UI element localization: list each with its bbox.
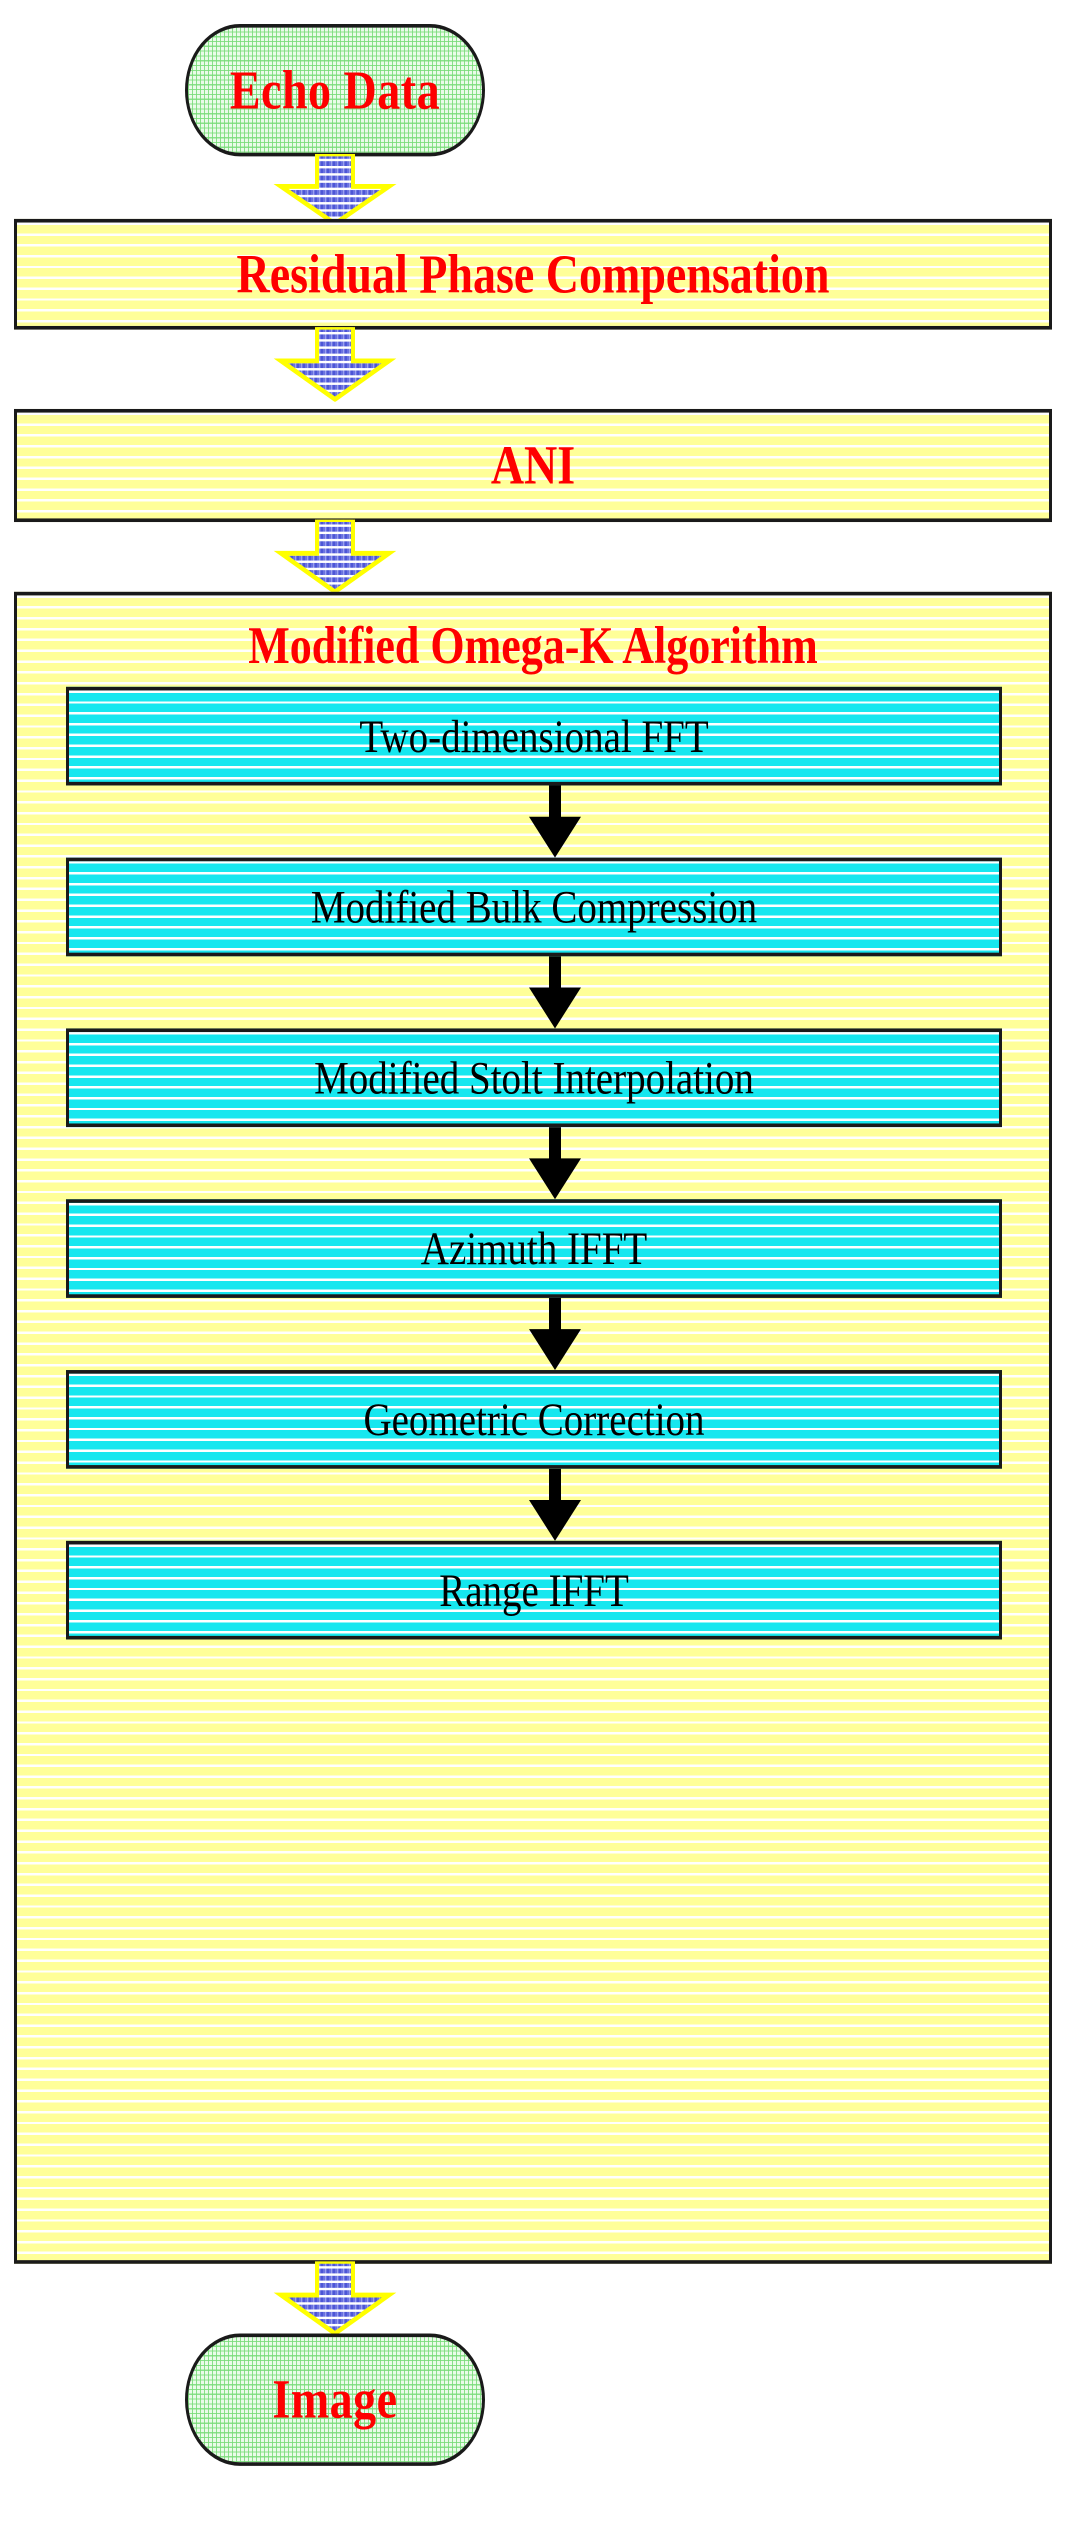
- substep-geometric-correction[interactable]: Geometric Correction: [66, 1370, 1002, 1469]
- node-modified-omega-k-algorithm[interactable]: Modified Omega-K Algorithm Two-dimension…: [14, 591, 1052, 2264]
- substep-modified-stolt-interpolation[interactable]: Modified Stolt Interpolation: [66, 1028, 1002, 1128]
- connector-step5-to-step6: [529, 1468, 581, 1541]
- connector-ani-to-algorithm: [273, 519, 397, 595]
- substep-label: Range IFFT: [439, 1564, 629, 1617]
- substep-label: Two-dimensional FFT: [359, 710, 709, 763]
- substep-two-dimensional-fft[interactable]: Two-dimensional FFT: [66, 686, 1002, 786]
- substep-label: Geometric Correction: [363, 1393, 705, 1446]
- connector-start-to-residual-phase: [273, 153, 397, 227]
- connector-algorithm-to-image: [273, 2261, 397, 2336]
- node-modified-omega-k-algorithm-title: Modified Omega-K Algorithm: [248, 615, 818, 675]
- node-ani[interactable]: ANI: [14, 408, 1052, 523]
- substep-label: Azimuth IFFT: [420, 1222, 648, 1275]
- substep-label: Modified Bulk Compression: [310, 881, 758, 933]
- connector-residual-phase-to-ani: [273, 327, 397, 402]
- node-echo-data-label: Echo Data: [229, 58, 441, 121]
- substep-azimuth-ifft[interactable]: Azimuth IFFT: [66, 1199, 1002, 1298]
- connector-step2-to-step3: [529, 956, 581, 1029]
- node-image[interactable]: Image: [185, 2333, 485, 2466]
- substep-label: Modified Stolt Interpolation: [314, 1051, 754, 1104]
- node-image-label: Image: [272, 2368, 398, 2430]
- connector-step1-to-step2: [529, 785, 581, 858]
- node-residual-phase-compensation-label: Residual Phase Compensation: [236, 242, 830, 305]
- node-residual-phase-compensation[interactable]: Residual Phase Compensation: [14, 218, 1052, 330]
- connector-step3-to-step4: [529, 1127, 581, 1200]
- substep-range-ifft[interactable]: Range IFFT: [66, 1540, 1002, 1640]
- node-echo-data[interactable]: Echo Data: [185, 24, 485, 157]
- node-ani-label: ANI: [490, 434, 576, 496]
- connector-step4-to-step5: [529, 1297, 581, 1371]
- substep-modified-bulk-compression[interactable]: Modified Bulk Compression: [66, 857, 1002, 957]
